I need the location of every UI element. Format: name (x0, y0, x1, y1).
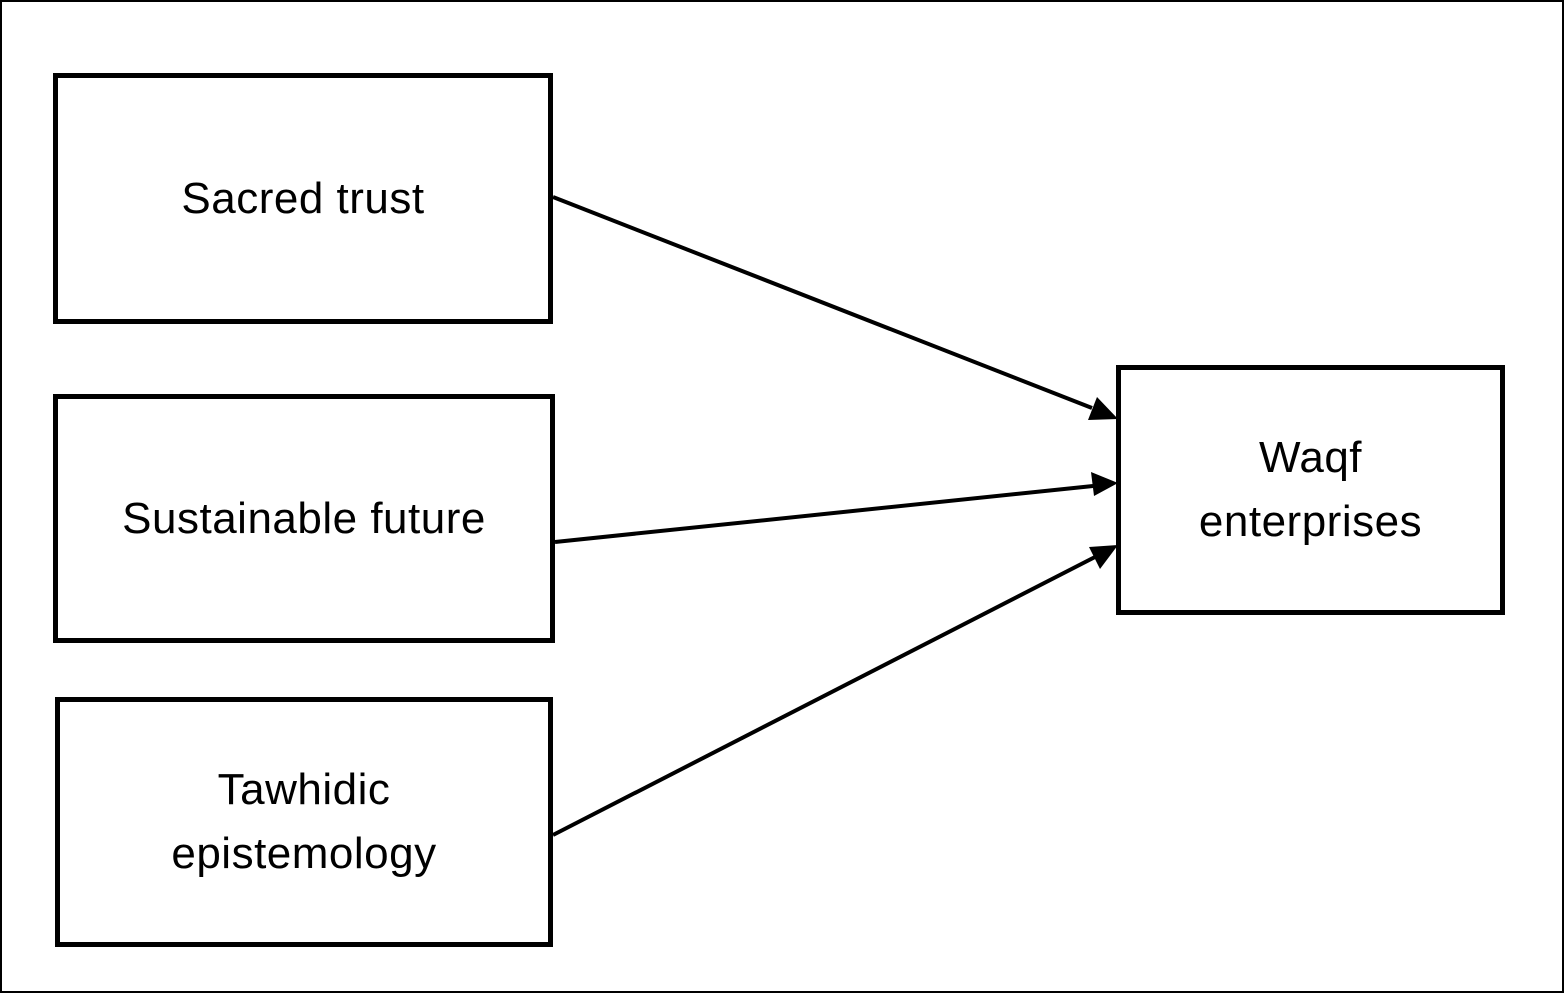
node-tawhidic-label-line-1: Tawhidic (217, 765, 391, 814)
node-waqf-enterprises: Waqf enterprises (1116, 365, 1505, 615)
node-tawhidic-epistemology: Tawhidic epistemology (55, 697, 553, 947)
arrow-tawhidic-to-waqf (552, 545, 1118, 837)
node-sustainable-future-label: Sustainable future (122, 493, 486, 543)
node-sacred-trust: Sacred trust (53, 73, 553, 324)
node-tawhidic-label-line-2: epistemology (171, 829, 437, 878)
node-waqf-label-line-1: Waqf (1258, 433, 1363, 482)
node-sacred-trust-label: Sacred trust (181, 173, 425, 223)
arrow-sustainable-to-waqf (554, 472, 1118, 544)
node-waqf-label-line-2: enterprises (1198, 497, 1423, 546)
arrow-sacred-to-waqf (552, 195, 1118, 420)
node-sustainable-future: Sustainable future (53, 394, 555, 643)
